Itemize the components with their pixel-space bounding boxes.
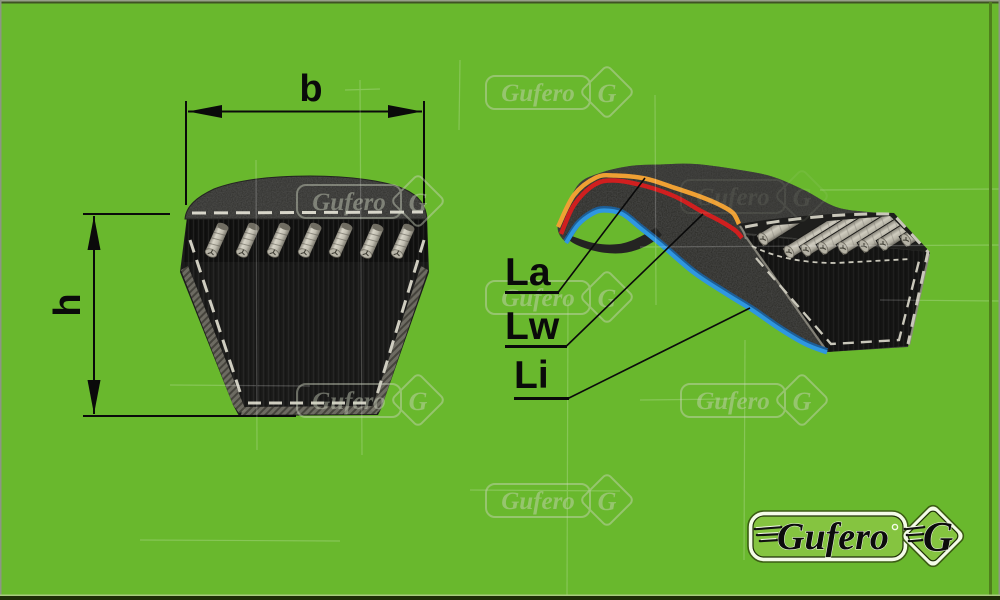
svg-text:b: b (299, 68, 322, 110)
svg-text:h: h (47, 293, 89, 316)
svg-text:Li: Li (514, 354, 549, 397)
svg-text:G: G (923, 515, 953, 561)
svg-text:La: La (505, 251, 551, 294)
svg-text:Gufero: Gufero (777, 516, 889, 558)
svg-text:Lw: Lw (505, 305, 560, 348)
